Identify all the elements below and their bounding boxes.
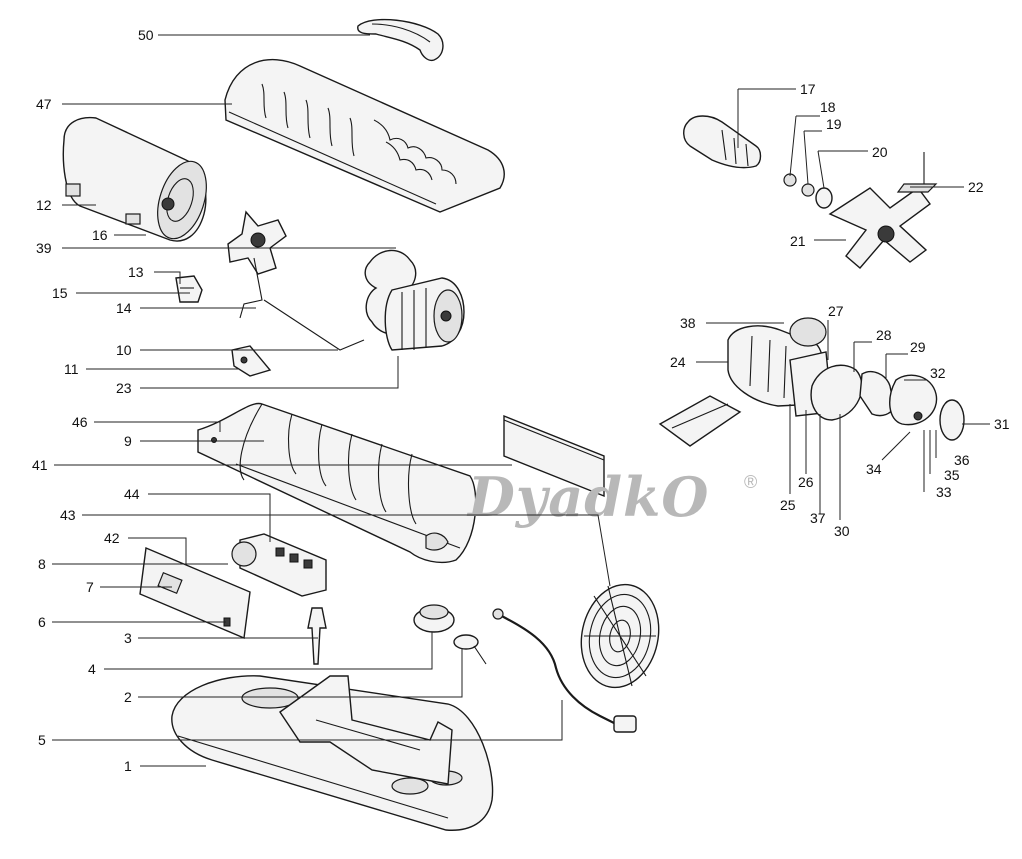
part-control-panel xyxy=(139,546,251,640)
callout-31: 31 xyxy=(994,416,1010,432)
watermark-brand: DyadkO xyxy=(466,465,709,529)
callout-35: 35 xyxy=(944,467,960,483)
callout-44: 44 xyxy=(124,486,140,502)
callout-39: 39 xyxy=(36,240,52,256)
callout-10: 10 xyxy=(116,342,132,358)
callout-42: 42 xyxy=(104,530,120,546)
callout-3: 3 xyxy=(124,630,132,646)
part-control-board xyxy=(231,533,327,597)
callout-41: 41 xyxy=(32,457,48,473)
callout-6: 6 xyxy=(38,614,46,630)
watermark-registered-mark: ® xyxy=(744,472,757,492)
callout-29: 29 xyxy=(910,339,926,355)
callout-labels: 50 47 12 16 39 13 15 14 10 11 23 46 9 41… xyxy=(32,27,1010,774)
callout-1: 1 xyxy=(124,758,132,774)
part-side-panel xyxy=(503,414,605,498)
callout-5: 5 xyxy=(38,732,46,748)
part-probe xyxy=(307,607,327,665)
callout-32: 32 xyxy=(930,365,946,381)
part-gauge xyxy=(453,634,487,665)
callout-28: 28 xyxy=(876,327,892,343)
part-fan-guard xyxy=(580,583,660,689)
callout-30: 30 xyxy=(834,523,850,539)
part-mount-bracket xyxy=(231,345,272,377)
callout-7: 7 xyxy=(86,579,94,595)
callout-23: 23 xyxy=(116,380,132,396)
callout-14: 14 xyxy=(116,300,132,316)
callout-2: 2 xyxy=(124,689,132,705)
callout-24: 24 xyxy=(670,354,686,370)
part-fan-bracket xyxy=(227,210,365,351)
callout-9: 9 xyxy=(124,433,132,449)
callout-22: 22 xyxy=(968,179,984,195)
callout-13: 13 xyxy=(128,264,144,280)
callout-27: 27 xyxy=(828,303,844,319)
part-fuel-tank xyxy=(171,675,494,831)
part-lower-shell xyxy=(197,402,477,564)
callout-20: 20 xyxy=(872,144,888,160)
callout-19: 19 xyxy=(826,116,842,132)
part-handle xyxy=(357,18,444,62)
callout-43: 43 xyxy=(60,507,76,523)
callout-33: 33 xyxy=(936,484,952,500)
callout-25: 25 xyxy=(780,497,796,513)
callout-12: 12 xyxy=(36,197,52,213)
callout-50: 50 xyxy=(138,27,154,43)
part-motor-fan xyxy=(364,249,465,351)
part-upper-shell xyxy=(224,58,505,213)
part-clip xyxy=(175,275,203,303)
callout-15: 15 xyxy=(52,285,68,301)
callout-18: 18 xyxy=(820,99,836,115)
part-nozzle-assembly xyxy=(683,115,938,269)
callout-37: 37 xyxy=(810,510,826,526)
callout-38: 38 xyxy=(680,315,696,331)
callout-8: 8 xyxy=(38,556,46,572)
part-combustion-chamber xyxy=(62,116,207,242)
callout-34: 34 xyxy=(866,461,882,477)
callout-36: 36 xyxy=(954,452,970,468)
callout-21: 21 xyxy=(790,233,806,249)
part-pump-assembly xyxy=(658,317,965,447)
part-fuel-cap xyxy=(413,604,455,633)
leader-lines xyxy=(52,34,990,767)
callout-16: 16 xyxy=(92,227,108,243)
part-power-cord xyxy=(492,608,637,733)
callout-47: 47 xyxy=(36,96,52,112)
callout-11: 11 xyxy=(64,361,79,377)
callout-46: 46 xyxy=(72,414,88,430)
callout-26: 26 xyxy=(798,474,814,490)
callout-4: 4 xyxy=(88,661,96,677)
callout-17: 17 xyxy=(800,81,816,97)
